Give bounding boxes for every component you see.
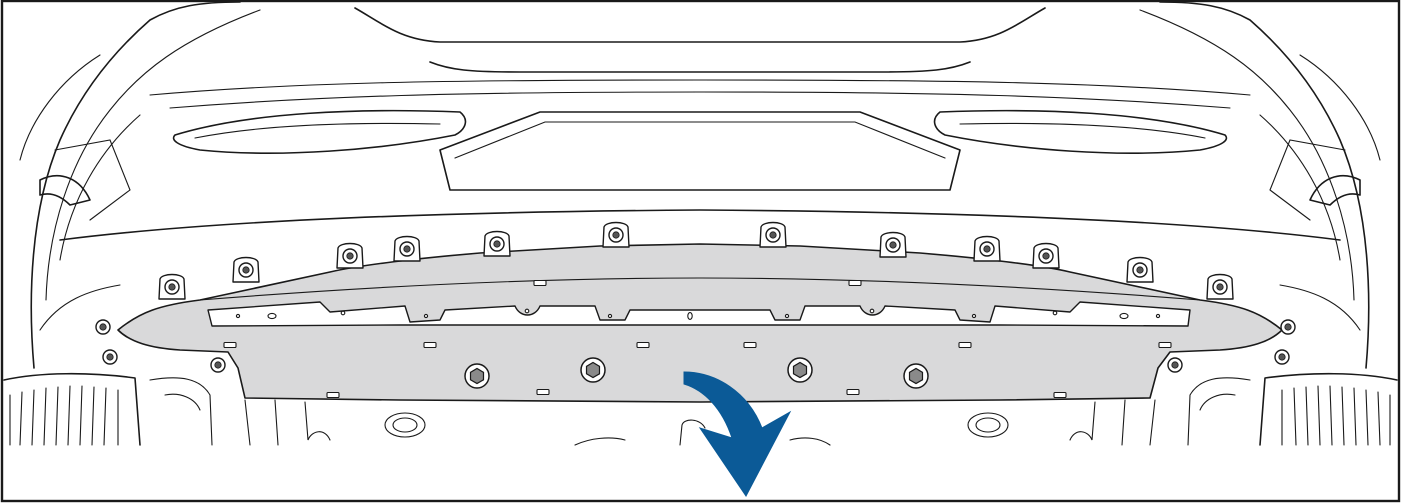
- removal-direction-arrow: [683, 371, 792, 497]
- torx-socket: [99, 323, 107, 331]
- panel-slot: [846, 388, 860, 396]
- torx-screw: [973, 235, 1001, 262]
- panel-slot: [1053, 391, 1067, 399]
- bolt-hex-head: [792, 361, 808, 379]
- torx-screw: [393, 235, 421, 262]
- torx-socket: [403, 245, 411, 253]
- torx-screw: [102, 349, 118, 365]
- torx-screw: [1126, 256, 1154, 283]
- torx-screw: [1206, 273, 1234, 300]
- torx-screw: [232, 256, 260, 283]
- underbody-structure: [244, 399, 1156, 446]
- bolt-hex-head: [908, 367, 924, 385]
- torx-screw: [210, 357, 226, 373]
- torx-socket: [1136, 266, 1144, 274]
- panel-slot: [536, 388, 550, 396]
- torx-screw: [483, 230, 511, 257]
- torx-socket: [1042, 252, 1050, 260]
- hex-bolt-group: [464, 357, 929, 389]
- torx-screw-group: [95, 221, 1296, 373]
- torx-screw: [1167, 357, 1183, 373]
- hex-bolt: [787, 357, 813, 383]
- torx-socket: [493, 240, 501, 248]
- panel-slot: [743, 341, 757, 349]
- bolt-hex-head: [469, 367, 485, 385]
- torx-screw: [1274, 349, 1290, 365]
- torx-socket: [889, 241, 897, 249]
- torx-socket: [168, 283, 176, 291]
- torx-socket: [1278, 353, 1286, 361]
- panel-slot: [533, 279, 547, 287]
- panel-slot: [326, 391, 340, 399]
- torx-socket: [346, 252, 354, 260]
- torx-screw: [602, 221, 630, 248]
- torx-screw: [336, 242, 364, 269]
- underbody-splash-panel: [117, 243, 1283, 403]
- panel-slot: [223, 341, 237, 349]
- panel-slot: [423, 341, 437, 349]
- torx-screw: [158, 273, 186, 300]
- panel-slot-group: [223, 279, 1172, 399]
- torx-socket: [214, 361, 222, 369]
- panel-slot: [848, 279, 862, 287]
- hex-bolt: [464, 363, 490, 389]
- bolt-hex-head: [585, 361, 601, 379]
- rear-bumper-body: [19, 1, 1381, 369]
- torx-socket: [1284, 323, 1292, 331]
- hex-bolt: [580, 357, 606, 383]
- right-rear-tyre: [1187, 372, 1398, 446]
- hex-bolt: [903, 363, 929, 389]
- torx-socket: [612, 231, 620, 239]
- torx-screw: [95, 319, 111, 335]
- torx-socket: [1171, 361, 1179, 369]
- torx-socket: [983, 245, 991, 253]
- panel-slot: [636, 341, 650, 349]
- torx-socket: [242, 266, 250, 274]
- panel-slot: [1158, 341, 1172, 349]
- torx-screw: [759, 221, 787, 248]
- left-rear-tyre: [3, 372, 213, 446]
- torx-screw: [1032, 242, 1060, 269]
- torx-screw: [879, 231, 907, 258]
- torx-screw: [1280, 319, 1296, 335]
- torx-socket: [769, 231, 777, 239]
- torx-socket: [106, 353, 114, 361]
- panel-slot: [958, 341, 972, 349]
- torx-socket: [1216, 283, 1224, 291]
